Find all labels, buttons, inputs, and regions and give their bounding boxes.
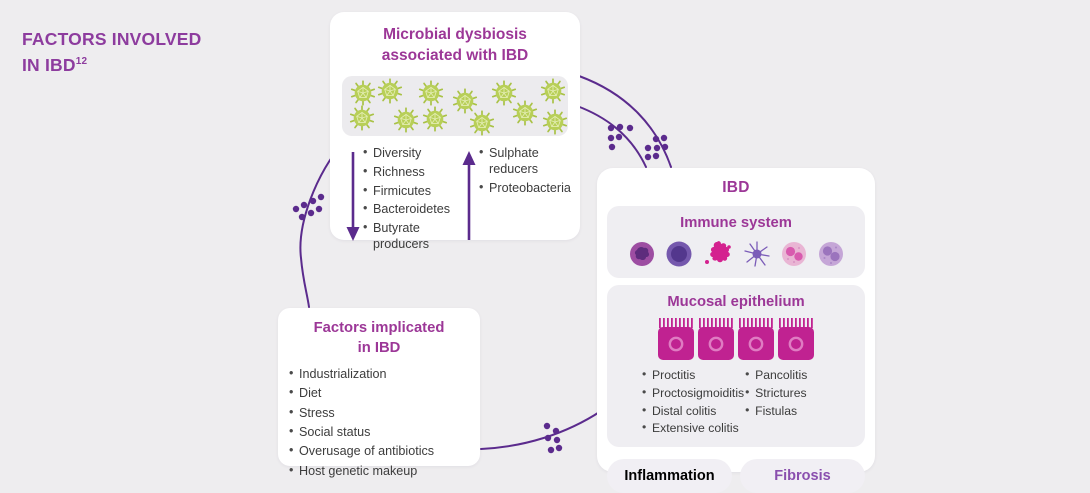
lymphocyte-cell-icon	[666, 241, 691, 267]
immune-cells-row	[615, 238, 857, 270]
list-item: Industrialization	[288, 366, 474, 383]
list-item: Extensive colitis	[641, 420, 744, 436]
arc-factors-to-ibd	[480, 410, 602, 450]
increased-list: Sulphate reducersProteobacteria	[478, 145, 571, 200]
list-item: Fistulas	[744, 403, 807, 419]
arrow-down-icon	[346, 151, 360, 241]
microbe-icon	[418, 80, 444, 106]
list-item: Firmicutes	[362, 183, 454, 200]
microbe-icon	[393, 107, 419, 133]
macrophage-cell-icon	[704, 241, 731, 264]
list-item: Sulphate reducers	[478, 145, 570, 178]
neutrophil-cell-icon	[629, 241, 654, 266]
microbe-icon	[542, 109, 568, 135]
microbial-lists: DiversityRichnessFirmicutesBacteroidetes…	[330, 144, 580, 256]
factors-implicated-card: Factors implicated in IBD Industrializat…	[278, 308, 480, 478]
list-item: Overusage of antibiotics	[288, 443, 474, 460]
microbial-card-title: Microbial dysbiosis associated with IBD	[330, 12, 580, 67]
list-item: Richness	[362, 164, 454, 181]
microbe-icon	[349, 105, 375, 131]
immune-system-title: Immune system	[680, 214, 792, 231]
outcome-badge: Inflammation	[607, 459, 732, 493]
list-item: Diversity	[362, 145, 454, 162]
microbe-icon	[469, 110, 495, 136]
list-item: Strictures	[744, 385, 807, 401]
immune-system-section: Immune system	[607, 205, 865, 278]
colitis-list-col2: PancolitisStricturesFistulas	[744, 367, 807, 440]
factors-list: IndustrializationDietStressSocial status…	[288, 366, 474, 480]
mucosal-epithelium-title: Mucosal epithelium	[667, 293, 805, 310]
microbe-icon	[422, 106, 448, 132]
microbe-icon	[512, 100, 538, 126]
mucosal-epithelium-section: Mucosal epithelium	[607, 284, 865, 448]
reference-superscript: 12	[75, 56, 88, 68]
microbe-icon	[350, 80, 376, 106]
list-item: Butyrate producers	[362, 220, 454, 253]
factors-card-title: Factors implicated in IBD	[278, 308, 480, 359]
page-title-line1: FACTORS INVOLVED	[22, 29, 202, 49]
ibd-card-title: IBD	[722, 179, 750, 196]
eosinophil-cell-icon	[781, 241, 806, 266]
decreased-list: DiversityRichnessFirmicutesBacteroidetes…	[362, 145, 454, 256]
list-item: Pancolitis	[744, 367, 807, 383]
list-item: Proctosigmoiditis	[641, 385, 744, 401]
list-item: Host genetic makeup	[288, 463, 474, 480]
microbial-dysbiosis-card: Microbial dysbiosis associated with IBD	[330, 12, 580, 251]
ibd-card: IBD Immune system	[597, 168, 875, 493]
list-item: Distal colitis	[641, 403, 744, 419]
list-item: Bacteroidetes	[362, 201, 454, 218]
monocyte-cell-icon	[818, 241, 843, 266]
microbes-illustration	[349, 78, 568, 136]
microbial-card-title-line1: Microbial dysbiosis	[383, 26, 527, 43]
microbe-icon	[452, 88, 478, 114]
page-title-line2: IN IBD12	[22, 55, 88, 76]
arrow-up-icon	[462, 150, 476, 240]
arc-microbial-to-ibd-outer	[578, 75, 672, 168]
microbe-icon	[491, 80, 517, 106]
factors-card-title-line2: in IBD	[357, 339, 401, 356]
increased-group: Sulphate reducersProteobacteria	[460, 145, 571, 256]
arc-microbial-to-ibd-inner	[576, 105, 647, 168]
epithelium-illustration	[615, 317, 857, 362]
list-item: Proctitis	[641, 367, 744, 383]
page-title: FACTORS INVOLVED IN IBD12	[22, 26, 202, 79]
colitis-lists: ProctitisProctosigmoiditisDistal colitis…	[615, 367, 857, 440]
decreased-group: DiversityRichnessFirmicutesBacteroidetes…	[344, 145, 454, 256]
microbial-card-title-line2: associated with IBD	[381, 46, 529, 64]
list-item: Proteobacteria	[478, 180, 571, 197]
microbe-icon	[377, 78, 403, 104]
list-item: Stress	[288, 405, 474, 422]
microbe-strip	[342, 75, 568, 136]
colitis-list-col1: ProctitisProctosigmoiditisDistal colitis…	[641, 367, 744, 440]
list-item: Diet	[288, 385, 474, 402]
microbe-icon	[540, 78, 566, 104]
factors-card-title-line1: Factors implicated	[313, 320, 445, 336]
dendritic-cell-icon	[743, 241, 770, 267]
outcome-badge: Fibrosis	[740, 459, 865, 493]
list-item: Social status	[288, 424, 474, 441]
epithelium-cells	[658, 317, 814, 360]
